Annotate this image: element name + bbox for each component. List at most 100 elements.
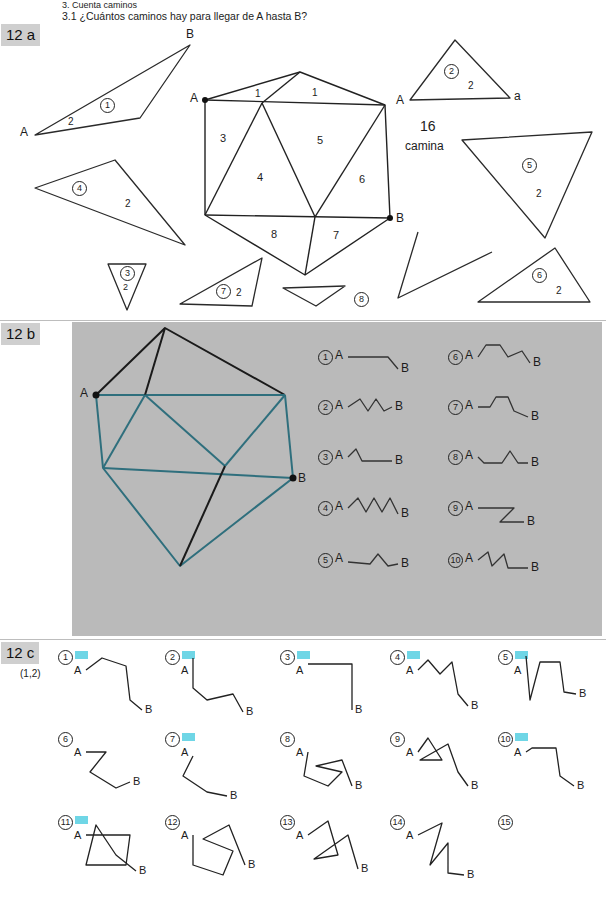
callout-number: 5 [498,650,513,665]
handwritten-note: (1,2) [20,668,41,680]
handwritten-note: 2 [556,285,562,297]
heading-text: 3. Cuenta caminos [62,0,137,10]
callout-number: 9 [448,501,463,516]
handwritten-note: 2 [236,287,242,299]
tag-text: 12 a [6,26,35,43]
region-number: 6 [359,173,365,186]
callout-number: 4 [318,501,333,516]
path-start: A [296,746,303,759]
path-end: B [471,779,478,792]
region-number: 8 [271,228,277,241]
path-start: A [465,349,473,363]
path-start: A [406,829,413,842]
path-end: B [467,868,474,881]
figure-tag: 12 a [1,24,40,46]
vertex-label: B [186,28,194,42]
callout-number: 8 [448,450,463,465]
figure-tag: 12 b [1,323,40,345]
callout-number: 15 [498,815,513,830]
path-end: B [579,687,586,700]
callout-number: 4 [72,181,87,196]
callout-number: 2 [444,64,459,79]
path-start: A [335,449,343,463]
path-start: A [181,829,188,842]
handwritten-note: 2 [536,188,542,200]
callout-number: 10 [498,732,513,747]
question-text: 3.1 ¿Cuántos caminos hay para llegar de … [62,10,307,22]
path-start: A [465,500,473,514]
vertex-label: A [190,92,198,106]
path-start: A [514,664,521,677]
path-start: A [514,746,521,759]
region-number: 5 [317,134,323,147]
region-number: 3 [220,132,226,145]
callout-number: 14 [390,815,405,830]
tag-text: 12 c [6,644,34,661]
callout-number: 3 [318,450,333,465]
callout-number: 13 [280,815,295,830]
vertex-label: A [20,126,28,140]
vertex-label: B [298,472,306,486]
callout-number: 1 [100,98,115,113]
figure-tag: 12 c [1,642,39,664]
answer-number: 16 [420,118,436,134]
path-start: A [335,500,343,514]
path-end: B [248,858,255,871]
callout-number: 2 [318,400,333,415]
path-end: B [139,864,146,877]
callout-number: 8 [354,292,369,307]
callout-number: 7 [216,284,231,299]
path-start: A [465,552,473,566]
callout-number: 6 [532,268,547,283]
region-number: 4 [257,171,263,184]
callout-number: 5 [522,158,537,173]
callout-number: 5 [318,553,333,568]
path-start: A [335,552,343,566]
path-end: B [355,779,362,792]
answer-word: camina [405,140,444,154]
callout-number: 4 [390,650,405,665]
path-end: B [531,456,539,470]
handwritten-note: a [514,90,521,104]
handwritten-note: 2 [123,282,128,292]
region-number: 1 [312,87,318,99]
path-start: A [74,664,81,677]
callout-number: 3 [280,650,295,665]
path-end: B [355,703,362,716]
path-start: A [406,746,413,759]
path-end: B [471,699,478,712]
path-end: B [246,705,253,718]
callout-number: 12 [165,815,180,830]
path-end: B [145,703,152,716]
vertex-label: B [396,212,404,226]
path-start: A [74,829,81,842]
path-end: B [395,454,403,468]
path-start: A [296,664,303,677]
callout-number: 1 [58,650,73,665]
path-end: B [527,515,535,529]
callout-number: 7 [448,400,463,415]
callout-number: 7 [165,732,180,747]
callout-number: 6 [448,350,463,365]
path-end: B [533,356,541,370]
vertex-label: A [396,94,404,108]
callout-number: 8 [280,732,295,747]
path-start: A [335,349,343,363]
vertex-label: A [80,387,88,401]
path-end: B [531,561,539,575]
path-start: A [181,664,188,677]
path-start: A [335,399,343,413]
callout-number: 6 [58,732,73,747]
path-end: B [361,862,368,875]
callout-number: 10 [448,553,463,568]
path-end: B [133,775,140,788]
path-start: A [296,829,303,842]
path-start: A [465,399,473,413]
callout-number: 3 [120,266,135,281]
callout-number: 11 [58,815,73,830]
callout-number: 1 [318,350,333,365]
path-end: B [401,557,409,571]
handwritten-note: 2 [125,198,131,210]
tag-text: 12 b [6,325,35,342]
